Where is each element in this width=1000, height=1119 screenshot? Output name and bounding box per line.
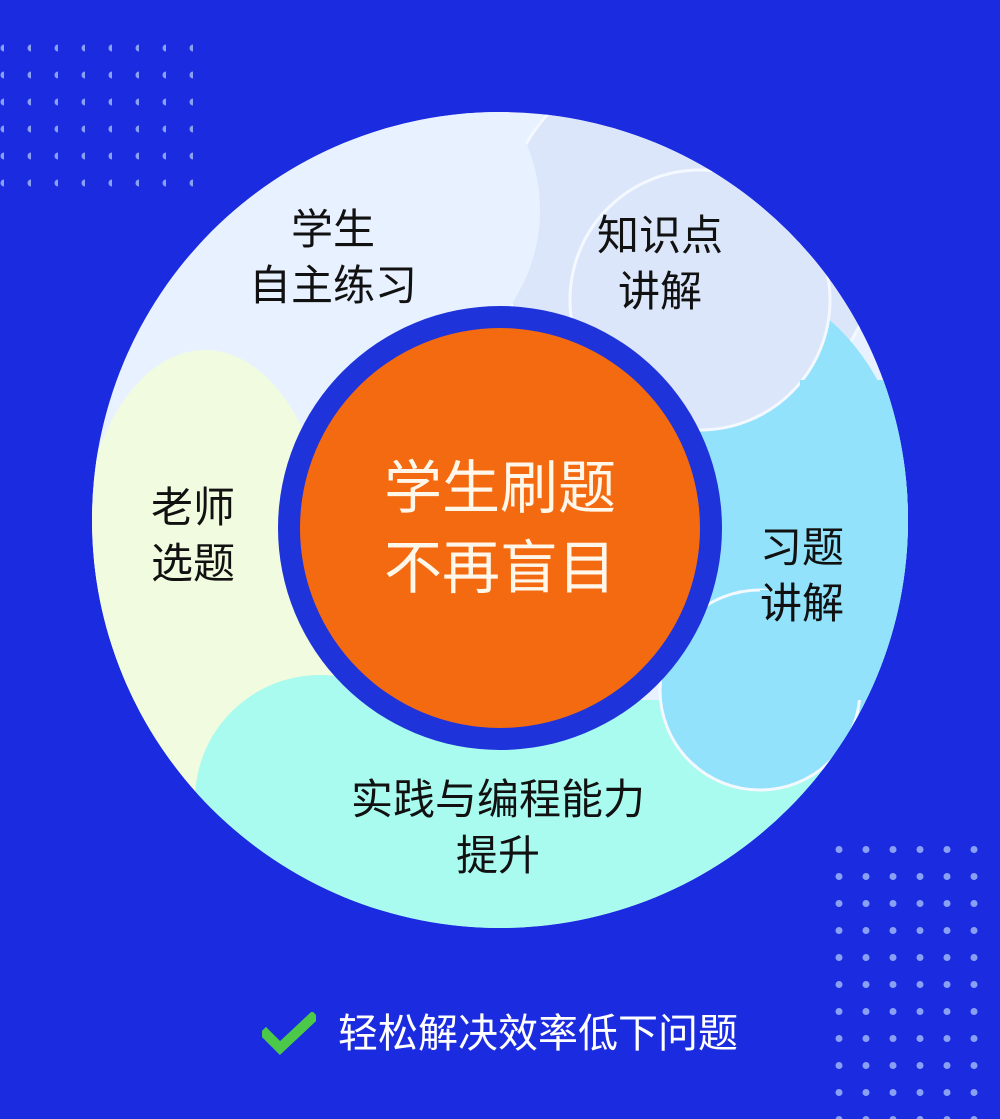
- cycle-diagram-graphic: [92, 112, 908, 928]
- segment-label-line1: 习题: [759, 523, 845, 572]
- segment-label-line2: 自主练习: [248, 261, 418, 310]
- cycle-diagram: [92, 112, 908, 928]
- dot-pattern-icon: [0, 44, 200, 194]
- segment-label-line2: 讲解: [759, 579, 845, 628]
- segment-label-line2: 提升: [455, 831, 541, 880]
- segment-label-line1: 学生: [290, 205, 376, 254]
- segment-teacher-select: 老师 选题: [151, 480, 235, 592]
- footer-text: 轻松解决效率低下问题: [338, 1011, 738, 1057]
- segment-knowledge-explain: 知识点 讲解: [597, 208, 723, 320]
- center-title: 学生刷题 不再盲目: [384, 448, 616, 608]
- segment-ability-improve: 实践与编程能力 提升: [351, 772, 645, 884]
- footer-benefit: 轻松解决效率低下问题: [0, 1002, 1000, 1066]
- segment-label-line1: 知识点: [596, 211, 724, 260]
- segment-label-line2: 讲解: [617, 267, 703, 316]
- segment-label-line1: 老师: [150, 483, 236, 532]
- center-title-line2: 不再盲目: [383, 534, 617, 602]
- segment-label-line2: 选题: [150, 539, 236, 588]
- segment-exercise-explain: 习题 讲解: [760, 520, 844, 632]
- center-title-line1: 学生刷题: [383, 454, 617, 522]
- segment-label-line1: 实践与编程能力: [350, 775, 646, 824]
- center-disk: [300, 328, 700, 728]
- segment-student-practice: 学生 自主练习: [249, 202, 417, 314]
- dot-pattern-icon: [834, 846, 984, 1119]
- check-icon: [262, 1012, 316, 1055]
- dot-grid-top-left: [0, 44, 200, 194]
- dot-grid-bottom-right: [834, 846, 984, 1119]
